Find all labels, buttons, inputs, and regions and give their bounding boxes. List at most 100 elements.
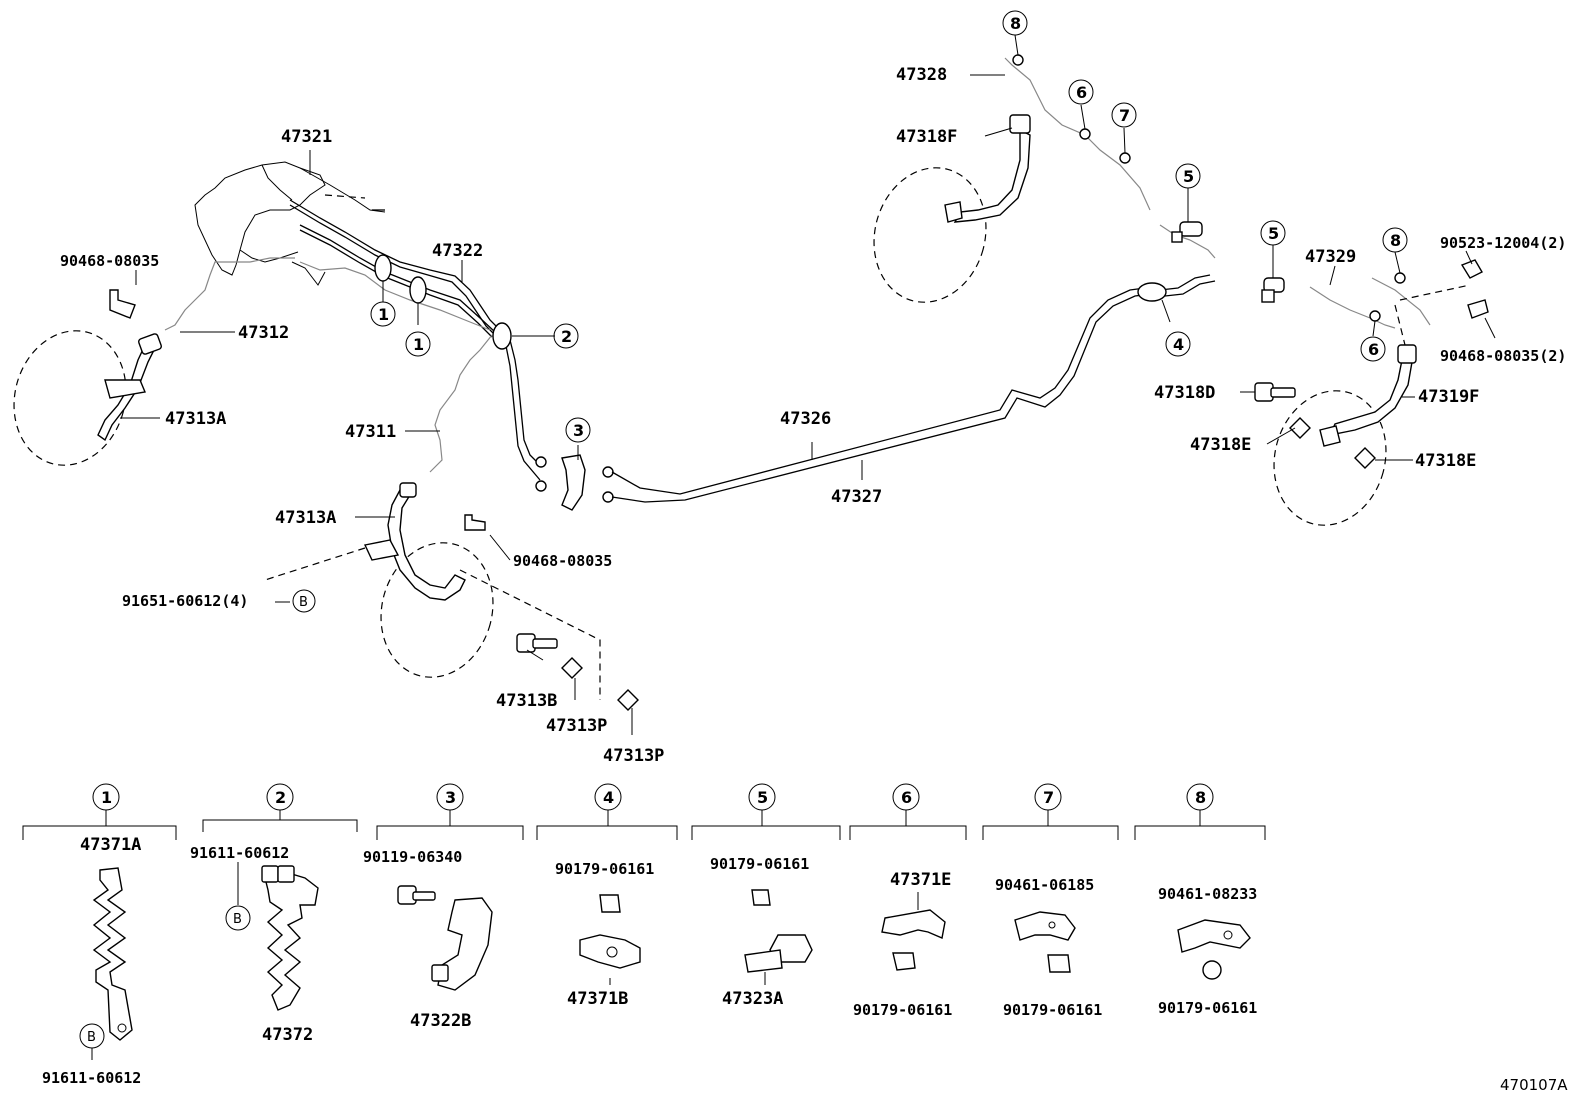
bolt-47313b-icon — [516, 633, 558, 653]
callout-8b: 8 — [1382, 227, 1408, 253]
svg-text:5: 5 — [757, 788, 768, 807]
detail-num-2: 2 — [266, 783, 294, 811]
label-90468-a: 90468-08035 — [60, 252, 159, 270]
rear-left-hose — [944, 114, 1031, 223]
front-left-wheel-outline — [13, 330, 127, 466]
clip-90468-c-icon — [1467, 299, 1489, 319]
label-47329: 47329 — [1305, 247, 1356, 267]
label-47311: 47311 — [345, 422, 396, 442]
detail-5-label-90179: 90179-06161 — [710, 855, 809, 873]
detail-2-label-47372: 47372 — [262, 1025, 313, 1045]
label-47313b: 47313B — [496, 691, 557, 711]
svg-text:3: 3 — [445, 788, 456, 807]
detail-1-label-47371a: 47371A — [80, 835, 141, 855]
detail-1-label-91611: 91611-60612 — [42, 1069, 141, 1087]
label-47313p-a: 47313P — [546, 716, 607, 736]
detail-num-3: 3 — [436, 783, 464, 811]
front-right-wheel-outline — [380, 542, 494, 678]
detail-4-label-47371b: 47371B — [567, 989, 628, 1009]
svg-text:6: 6 — [1368, 340, 1379, 359]
clamp-oval-4 — [1137, 282, 1167, 302]
callout-numbers: 1 1 2 3 4 5 5 6 6 7 8 8 — [370, 10, 1408, 443]
brake-lines-main — [289, 199, 541, 481]
rear-right-hose — [1319, 344, 1417, 447]
detail-num-1: 1 — [92, 783, 120, 811]
drawing-code: 470107A — [1500, 1076, 1568, 1094]
line-47329 — [1309, 286, 1396, 329]
washer-47313p-b-icon — [617, 689, 639, 711]
svg-text:8: 8 — [1390, 231, 1401, 250]
label-47328: 47328 — [896, 65, 947, 85]
leader-rear-clips-b — [1394, 304, 1406, 346]
detail-4-clamp-47371b — [579, 894, 641, 969]
callout-2: 2 — [553, 323, 579, 349]
leader-rear-clips — [1399, 284, 1471, 301]
detail-6-label-90179: 90179-06161 — [853, 1001, 952, 1019]
front-left-hose — [97, 333, 162, 442]
detail-8-clamp-90461 — [1177, 919, 1251, 980]
callout-5a: 5 — [1175, 163, 1201, 189]
line-47312 — [164, 257, 295, 331]
svg-text:4: 4 — [1173, 335, 1184, 354]
washer-47313p-a-icon — [561, 657, 583, 679]
detail-3-label-90119: 90119-06340 — [363, 848, 462, 866]
svg-text:1: 1 — [378, 305, 389, 324]
leader-91651 — [264, 547, 366, 581]
ref-letter: B — [299, 595, 308, 610]
label-47313a-top: 47313A — [165, 409, 226, 429]
clip-5b-icon — [1261, 277, 1285, 303]
callout-7: 7 — [1111, 102, 1137, 128]
front-right-hose — [363, 482, 466, 601]
detail-num-4: 4 — [594, 783, 622, 811]
svg-text:7: 7 — [1119, 106, 1130, 125]
detail-group-numbers: 1 2 3 4 5 6 7 8 — [92, 783, 1214, 811]
detail-7-label-90179: 90179-06161 — [1003, 1001, 1102, 1019]
callout-5b: 5 — [1260, 220, 1286, 246]
clip-90468-icon — [109, 289, 136, 319]
label-47321: 47321 — [281, 127, 332, 147]
detail-1-clamp-47371a — [92, 867, 133, 1041]
bolt-47318d-icon — [1254, 382, 1296, 402]
detail-3-clip-47322b — [397, 885, 493, 991]
clip-90468-b-icon — [464, 514, 486, 531]
clamp-ovals — [374, 254, 512, 350]
detail-6-clamp-47371e — [881, 909, 946, 971]
detail-8-label-90179: 90179-06161 — [1158, 999, 1257, 1017]
washer-47318e-a-icon — [1289, 417, 1311, 439]
callout-6a: 6 — [1068, 79, 1094, 105]
washer-47318e-b-icon — [1354, 447, 1376, 469]
label-47319f: 47319F — [1418, 387, 1479, 407]
label-47318f: 47318F — [896, 127, 957, 147]
callout-1a: 1 — [370, 301, 396, 327]
clip-5a-icon — [1171, 221, 1203, 243]
detail-1-ref-b: B — [79, 1023, 105, 1060]
line-nodes — [1012, 54, 1406, 322]
svg-text:5: 5 — [1268, 224, 1279, 243]
svg-text:7: 7 — [1043, 788, 1054, 807]
leader-wheel-bolt — [459, 569, 601, 700]
label-47318e-b: 47318E — [1415, 451, 1476, 471]
label-91651: 91651-60612(4) — [122, 592, 248, 610]
label-90468-b: 90468-08035 — [513, 552, 612, 570]
line-47328-rear — [1371, 277, 1431, 326]
clip-part-3-icon — [535, 454, 614, 511]
detail-2-ref-b: B — [225, 905, 251, 931]
svg-text:B: B — [87, 1030, 96, 1045]
label-47313a-mid: 47313A — [275, 508, 336, 528]
detail-num-7: 7 — [1034, 783, 1062, 811]
label-90468-c: 90468-08035(2) — [1440, 347, 1566, 365]
svg-text:B: B — [233, 912, 242, 927]
svg-text:1: 1 — [101, 788, 112, 807]
long-brake-lines — [611, 274, 1216, 503]
line-47328 — [1004, 57, 1151, 211]
svg-text:3: 3 — [573, 421, 584, 440]
detail-7-clamp-90461 — [1014, 911, 1076, 973]
svg-text:4: 4 — [603, 788, 614, 807]
detail-3-label-47322b: 47322B — [410, 1011, 471, 1031]
callout-1b: 1 — [405, 331, 431, 357]
label-47318d: 47318D — [1154, 383, 1215, 403]
brake-actuator-assembly — [194, 161, 386, 286]
label-47312: 47312 — [238, 323, 289, 343]
leader-lines — [120, 34, 1496, 735]
